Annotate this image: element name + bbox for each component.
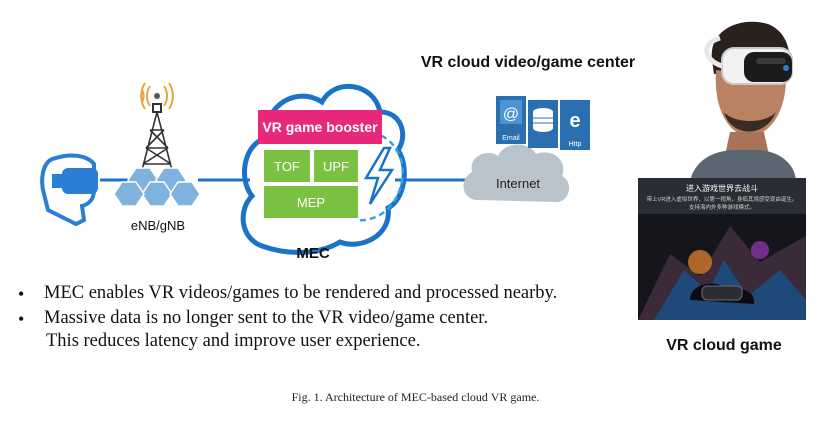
mec-label: MEC <box>296 245 330 262</box>
booster-box <box>258 110 382 144</box>
bullet-1-line-1: MEC enables VR videos/games to be render… <box>44 283 558 303</box>
game-screen-title: 进入游戏世界去战斗 <box>686 183 758 193</box>
http-server-icon: e <box>560 100 590 150</box>
game-screen-line2: 支持海内外多种游戏模式。 <box>689 203 755 211</box>
upf-label: UPF <box>323 159 349 174</box>
cloud-center-title: VR cloud video/game center <box>421 54 635 71</box>
email-server-icon: @ <box>496 96 526 144</box>
internet-label: Internet <box>496 176 540 191</box>
tof-box <box>264 150 310 182</box>
tof-label: TOF <box>274 159 300 174</box>
bullet-marker-2: • <box>18 309 25 329</box>
bullet-marker-1: • <box>18 284 25 304</box>
booster-label: VR game booster <box>262 119 378 135</box>
mep-label: MEP <box>297 195 325 210</box>
game-screen <box>638 178 806 320</box>
bullet-2-line-2: This reduces latency and improve user ex… <box>46 331 421 351</box>
svg-text:e: e <box>569 110 580 132</box>
internet-cloud-icon <box>463 144 570 202</box>
cloud-game-label: VR cloud game <box>666 337 782 354</box>
game-screen-line1: 带上VR进入虚拟世界，以第一视角，身临其境感受现由诞生。 <box>647 195 798 203</box>
bullet-2-line-1: Massive data is no longer sent to the VR… <box>44 308 489 328</box>
server-label-email: Email <box>502 135 520 142</box>
upf-box <box>314 150 358 182</box>
database-server-icon <box>528 100 558 148</box>
enb-label: eNB/gNB <box>131 218 185 233</box>
enb-tower-icon <box>113 82 201 207</box>
mep-box <box>264 186 358 218</box>
server-label-http: Http <box>569 141 582 148</box>
svg-text:@: @ <box>503 106 519 123</box>
vr-user-icon <box>40 153 98 227</box>
figure-caption: Fig. 1. Architecture of MEC-based cloud … <box>291 390 540 404</box>
vr-person-photo <box>690 21 796 182</box>
